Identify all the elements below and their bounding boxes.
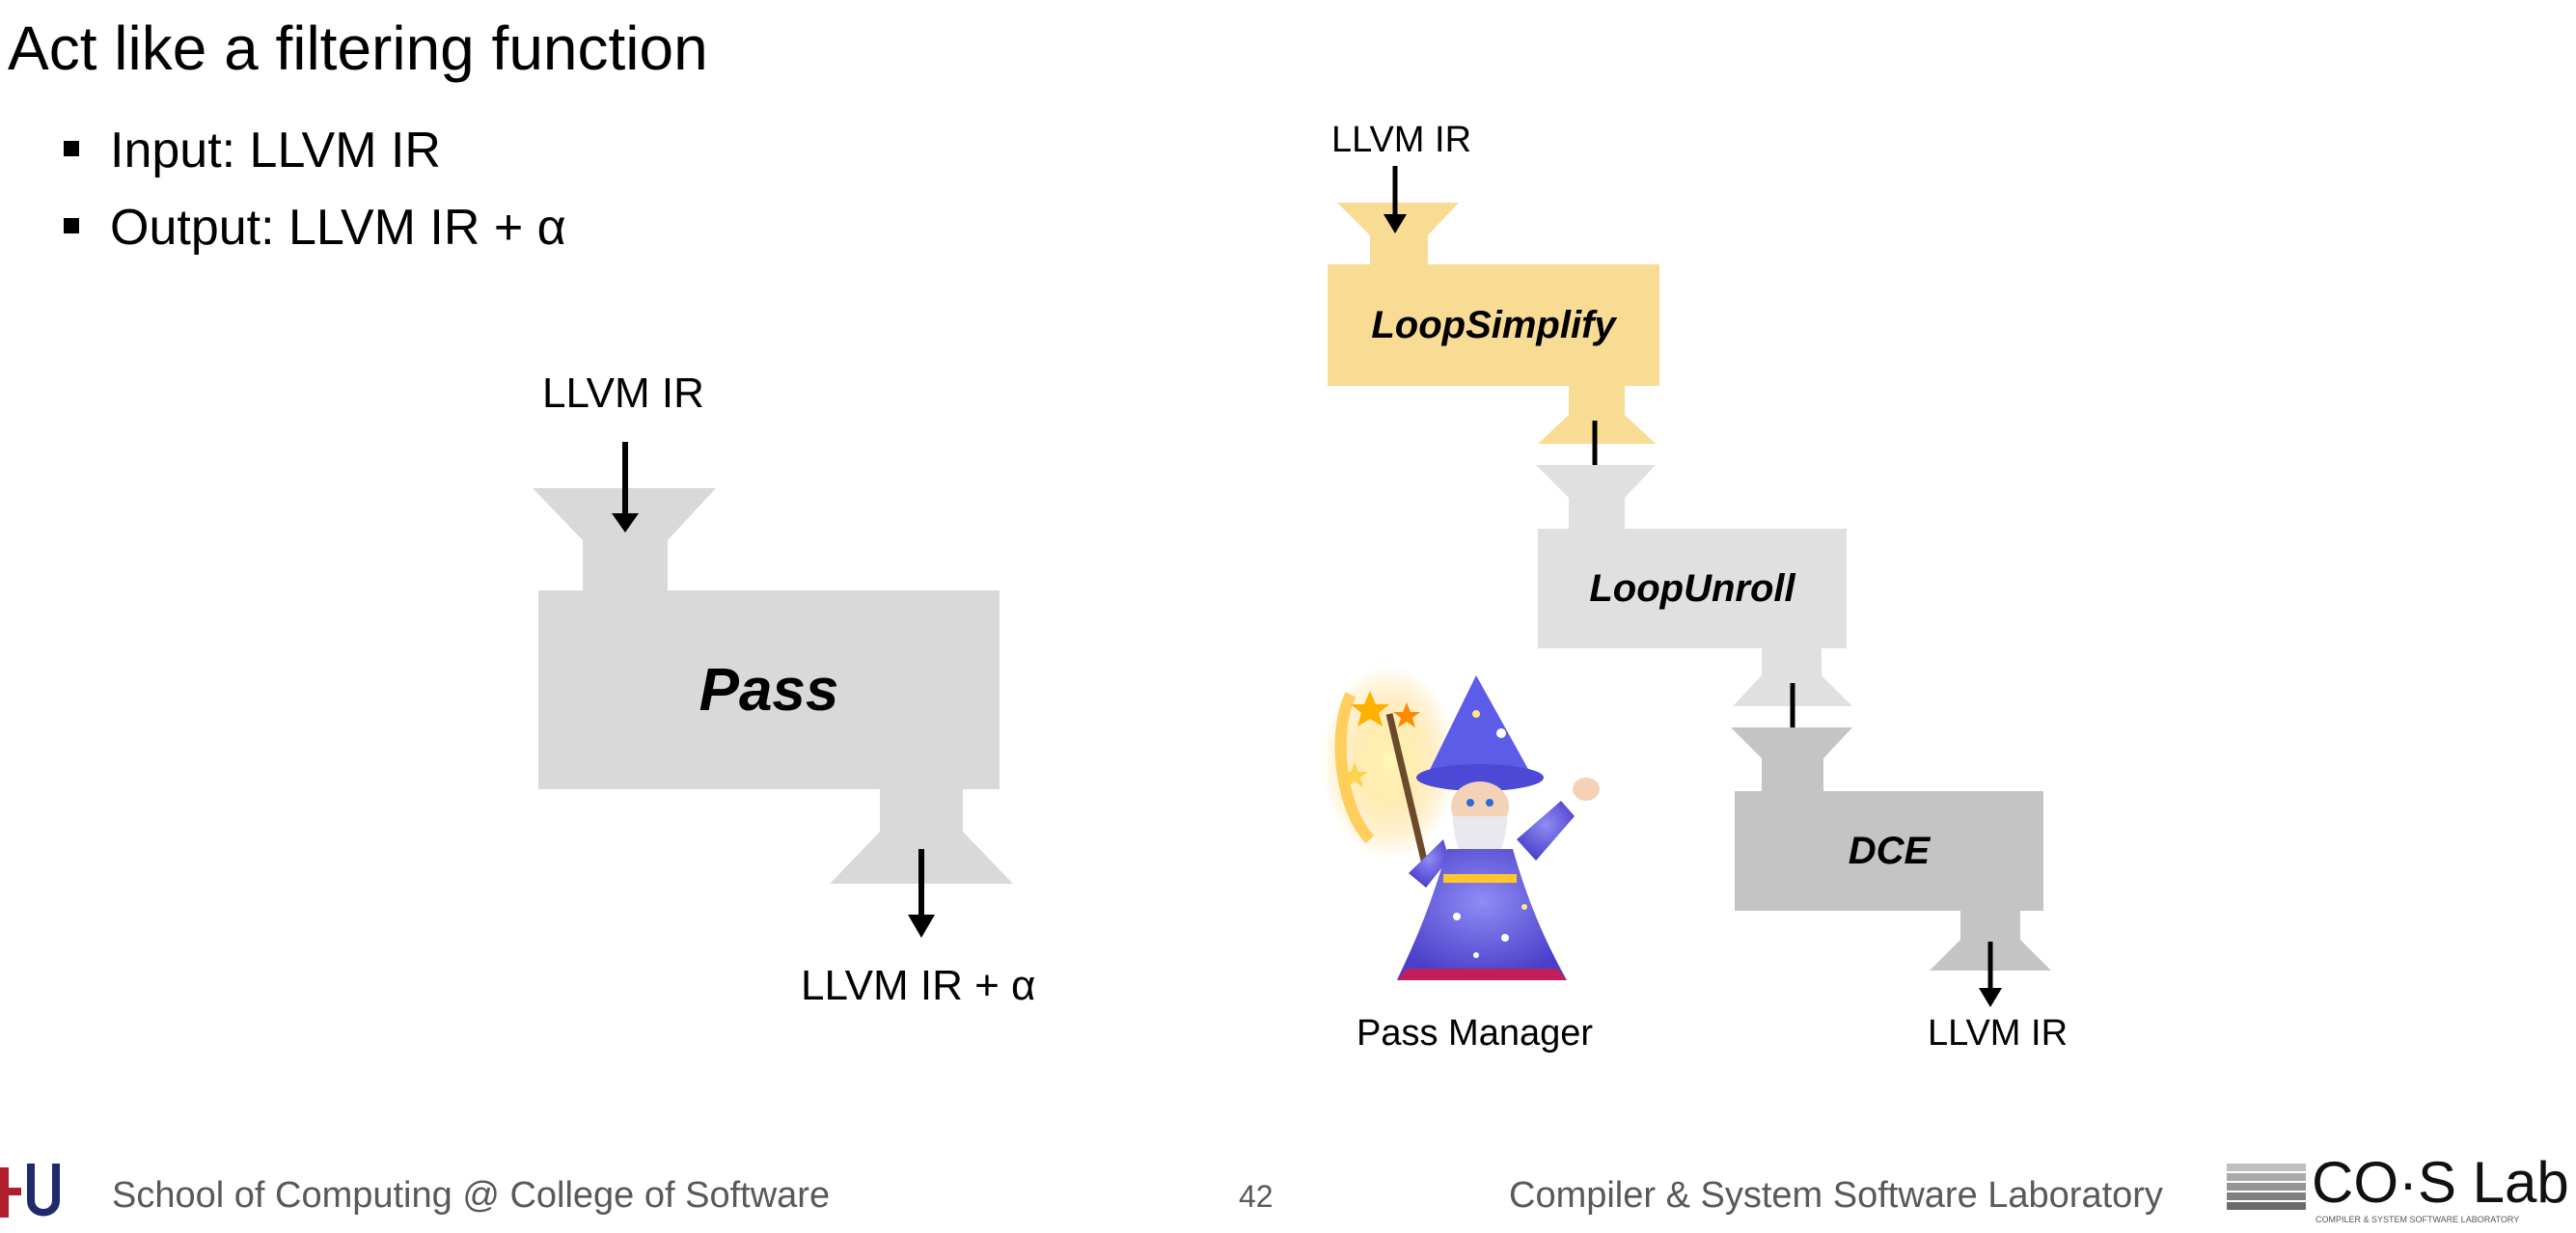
bullet-marker xyxy=(64,141,79,156)
loopunroll-label-wrap: LoopUnroll xyxy=(1538,529,1847,648)
page-number: 42 xyxy=(1239,1179,1274,1214)
wizard-icon xyxy=(1322,666,1600,980)
dce-node xyxy=(1731,727,2051,1007)
bullet-marker xyxy=(64,218,79,233)
left-output-funnel xyxy=(830,789,1013,884)
bullet-output: Output: LLVM IR + α xyxy=(60,189,566,266)
bullet-input: Input: LLVM IR xyxy=(60,112,566,189)
right-output-label: LLVM IR xyxy=(1928,1013,2069,1054)
loopunroll-node xyxy=(1536,465,1852,747)
cos-lab-logo-subtext: COMPILER & SYSTEM SOFTWARE LABORATORY xyxy=(2316,1215,2520,1224)
loopsimplify-label: LoopSimplify xyxy=(1371,303,1616,346)
left-input-funnel xyxy=(533,488,716,590)
bullet-text: Input: LLVM IR xyxy=(110,123,441,178)
university-logo xyxy=(0,1164,60,1218)
slide-title: Act like a filtering function xyxy=(8,14,708,83)
left-output-label: LLVM IR + α xyxy=(801,962,1036,1009)
left-pass-label-wrap: Pass xyxy=(538,590,1000,789)
loopsimplify-node xyxy=(1328,166,1659,484)
cos-lab-logo-bars xyxy=(2227,1164,2306,1210)
bullet-text: Output: LLVM IR + α xyxy=(110,200,566,256)
footer-school: School of Computing @ College of Softwar… xyxy=(112,1175,831,1216)
left-pass-label: Pass xyxy=(699,656,839,724)
loopsimplify-label-wrap: LoopSimplify xyxy=(1328,264,1659,386)
dce-label-wrap: DCE xyxy=(1735,791,2043,911)
bullet-list: Input: LLVM IR Output: LLVM IR + α xyxy=(60,112,566,266)
dce-label: DCE xyxy=(1848,829,1931,872)
left-pass-box xyxy=(538,590,1000,789)
left-input-label: LLVM IR xyxy=(542,370,704,417)
pass-manager-label: Pass Manager xyxy=(1357,1013,1594,1054)
footer-lab-name: Compiler & System Software Laboratory xyxy=(1509,1175,2163,1216)
loopunroll-label: LoopUnroll xyxy=(1589,566,1795,610)
left-pass-node xyxy=(533,442,1013,938)
right-input-label: LLVM IR xyxy=(1331,120,1472,160)
cos-lab-logo-text: CO·S Lab xyxy=(2312,1150,2569,1215)
